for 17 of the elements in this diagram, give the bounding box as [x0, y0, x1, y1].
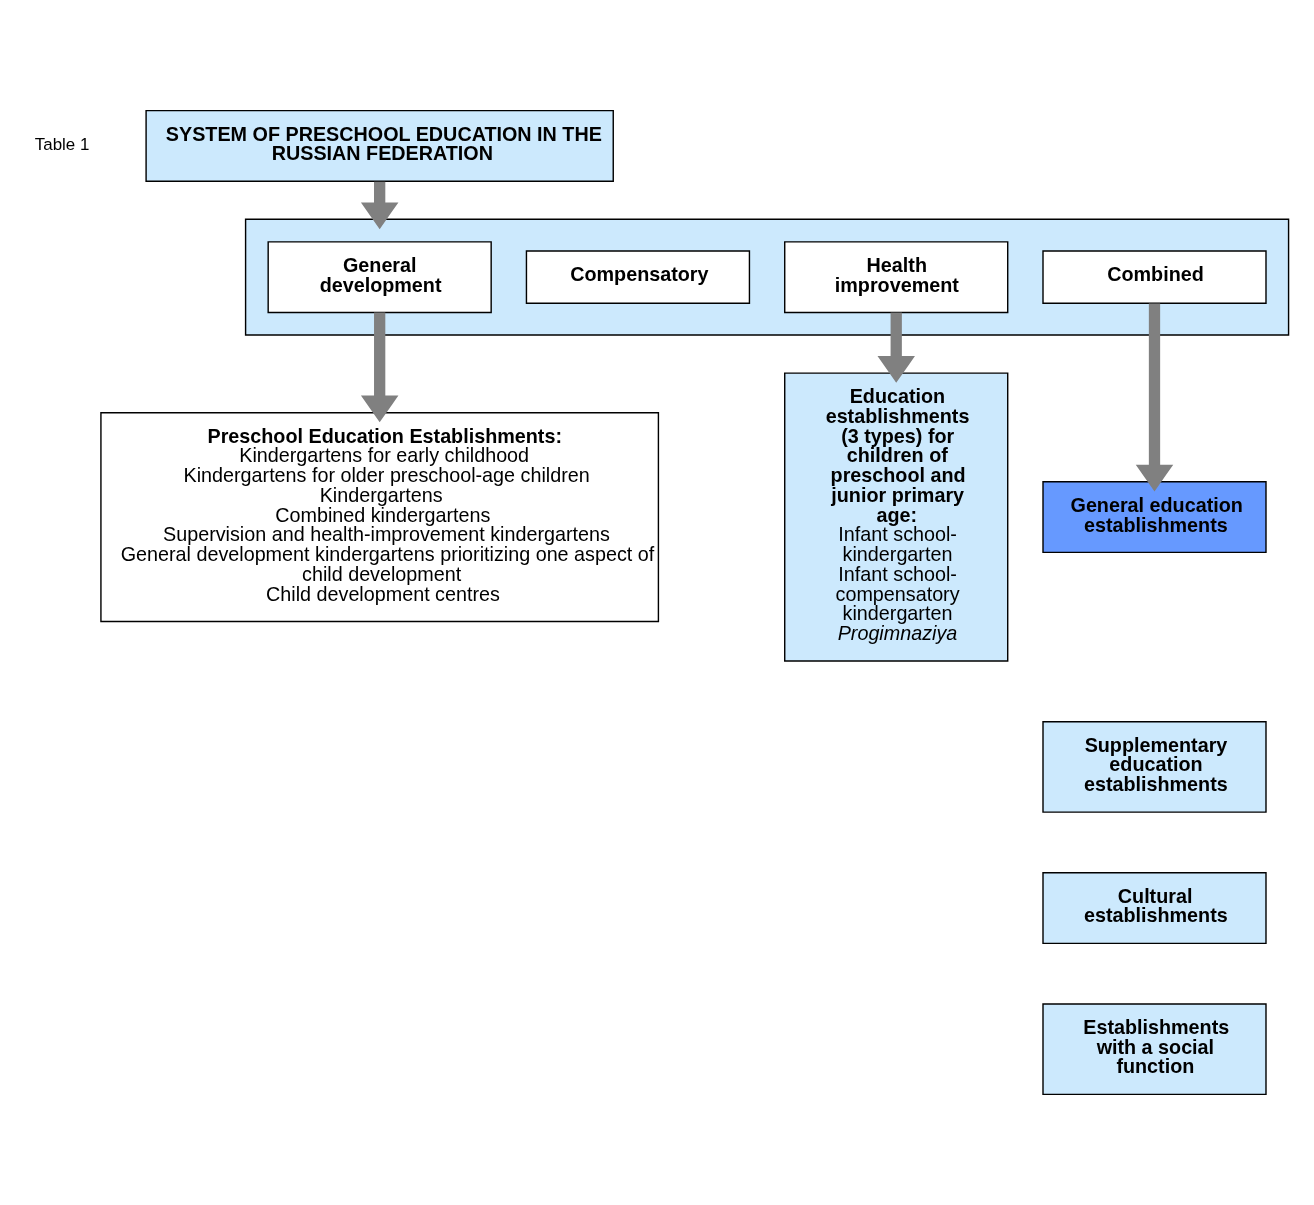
- arrow: [360, 181, 399, 230]
- node-box: Preschool Education Establishments: Kindergartens for early childhood Kindergartens for older preschool-age children Kindergartens Combined kindergartens Supervision and health-improvement kindergartens General development kindergartens prioritizing one aspect of child development Child development centres: [100, 411, 660, 623]
- node-box: Health improvement: [784, 241, 1009, 314]
- node-box: SYSTEM OF PRESCHOOL EDUCATION IN THE RUSSIAN FEDERATION: [145, 109, 614, 182]
- node-box: Education establishments (3 types) for children of preschool and junior primary age: Infant school-kindergarten Infant school-compensatory kindergarten Progimnaziya: [784, 372, 1009, 662]
- node-box: Combined: [1042, 250, 1267, 304]
- node-box: Supplementary education establishments: [1042, 721, 1267, 813]
- node-box: Cultural establishments: [1042, 872, 1267, 945]
- node-box: Compensatory: [525, 250, 751, 304]
- label: Table 1: [34, 135, 90, 155]
- arrow: [360, 312, 399, 423]
- node-box: Establishments with a social function: [1042, 1003, 1267, 1096]
- arrow: [877, 312, 915, 383]
- node-box: General education establishments: [1042, 481, 1267, 554]
- cluster: [244, 218, 1290, 336]
- arrow: [1135, 303, 1174, 492]
- node-box: General development: [267, 241, 492, 314]
